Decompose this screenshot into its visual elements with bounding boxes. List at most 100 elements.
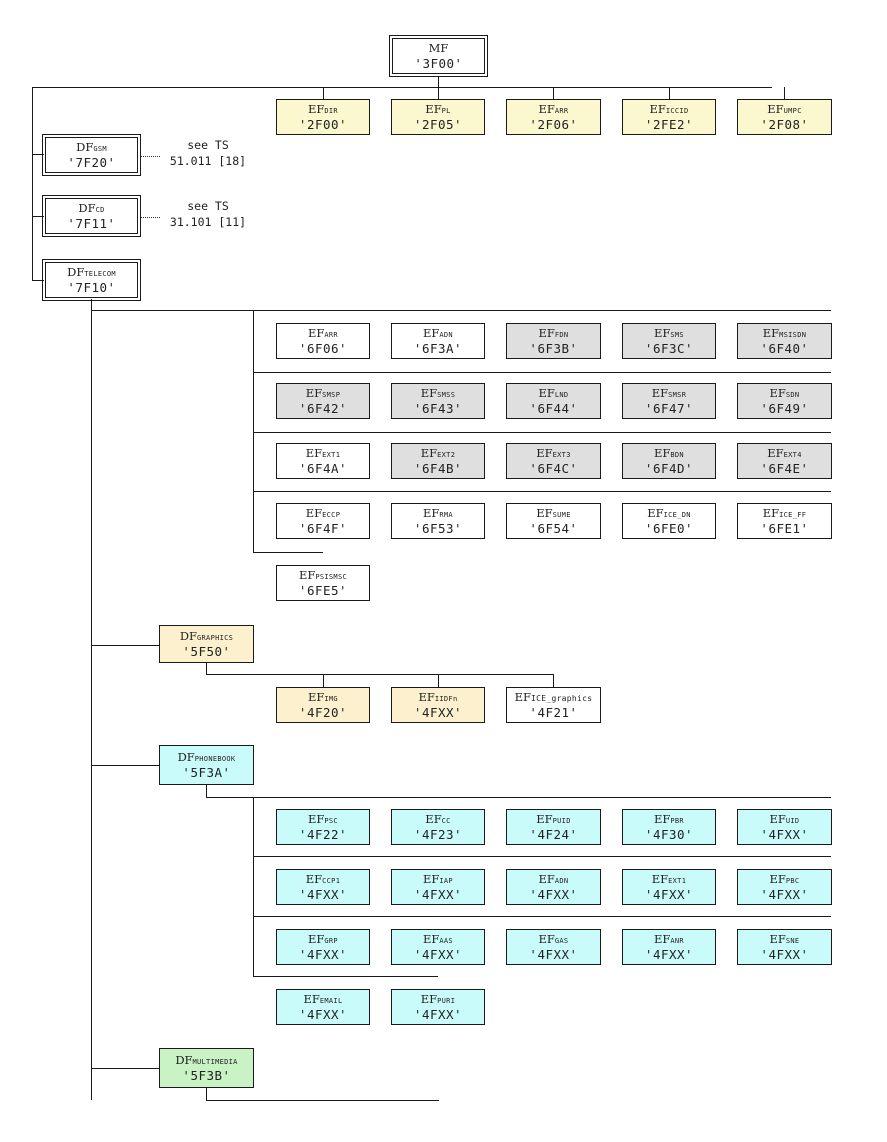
- ef-name: EFSMSR: [651, 385, 687, 400]
- mf-id: '3F00': [414, 55, 463, 71]
- ef-msisdn-node[interactable]: EFMSISDN '6F40': [737, 323, 832, 359]
- cd-connector: [32, 216, 44, 217]
- ef-id: '6F4C': [529, 460, 578, 476]
- ef-smsr-node[interactable]: EFSMSR '6F47': [622, 383, 716, 419]
- ef-id: '4FXX': [298, 946, 348, 962]
- ef-email-node[interactable]: EFEMAIL '4FXX': [276, 989, 370, 1025]
- phonebook-row2-bus: [253, 856, 831, 857]
- df-telecom-node[interactable]: DFTELECOM '7F10': [42, 259, 141, 301]
- ef-name: EFICCID: [649, 101, 689, 116]
- ef-smsp-node[interactable]: EFSMSP '6F42': [276, 383, 370, 419]
- ef-uid-node[interactable]: EFUID '4FXX': [737, 809, 832, 845]
- ef-id: '4FXX': [413, 704, 463, 720]
- ef-eccp-node[interactable]: EFECCP '6F4F': [276, 503, 370, 539]
- df-graphics-node[interactable]: DFGRAPHICS '5F50': [159, 625, 254, 663]
- ef-id: '6FE5': [298, 582, 348, 598]
- mf-ef-drop-2: [438, 87, 439, 99]
- ef-cc-node[interactable]: EFCC '4F23': [391, 809, 485, 845]
- ef-anr-node[interactable]: EFANR '4FXX': [622, 929, 716, 965]
- ef-iap-node[interactable]: EFIAP '4FXX': [391, 869, 485, 905]
- ef-grp-node[interactable]: EFGRP '4FXX': [276, 929, 370, 965]
- df-name: DFPHONEBOOK: [177, 749, 236, 764]
- ef-ice-graphics-node[interactable]: EFICE_graphics '4F21': [506, 687, 601, 723]
- df-gsm-node[interactable]: DFGSM '7F20': [42, 134, 141, 176]
- ef-bdn-node[interactable]: EFBDN '6F4D': [622, 443, 716, 479]
- ef-ext4-node[interactable]: EFEXT4 '6F4E': [737, 443, 832, 479]
- telecom-connector: [32, 280, 44, 281]
- ef-name: EFARR: [308, 325, 338, 340]
- ef-name: EFEXT1: [305, 445, 341, 460]
- ef-id: '4FXX': [413, 886, 463, 902]
- ef-iidfn-node[interactable]: EFIIDFn '4FXX': [391, 687, 485, 723]
- ef-id: '2F00': [298, 116, 348, 132]
- graphics-drop-1: [323, 674, 324, 687]
- df-id: '7F20': [67, 154, 116, 170]
- ef-aas-node[interactable]: EFAAS '4FXX': [391, 929, 485, 965]
- mf-node[interactable]: MF '3F00': [389, 35, 488, 77]
- ef-sms-node[interactable]: EFSMS '6F3C': [622, 323, 716, 359]
- ef-id: '4FXX': [529, 946, 578, 962]
- ef-ext1-node[interactable]: EFEXT1 '6F4A': [276, 443, 370, 479]
- ef-pl-node[interactable]: EFPL '2F05': [391, 99, 485, 135]
- multimedia-stem: [206, 1088, 207, 1100]
- df-id: '5F50': [182, 643, 231, 659]
- ef-id: '6F42': [298, 400, 348, 416]
- ef-sume-node[interactable]: EFSUME '6F54': [506, 503, 601, 539]
- ef-id: '4F22': [298, 826, 348, 842]
- ef-psc-node[interactable]: EFPSC '4F22': [276, 809, 370, 845]
- telecom-row2-bus: [253, 372, 831, 373]
- ef-ext1-pb-node[interactable]: EFEXT1 '4FXX': [622, 869, 716, 905]
- ef-fdn-node[interactable]: EFFDN '6F3B': [506, 323, 601, 359]
- ef-name: EFECCP: [305, 505, 341, 520]
- ef-id: '4FXX': [644, 946, 694, 962]
- ef-ext2-node[interactable]: EFEXT2 '6F4B': [391, 443, 485, 479]
- graphics-connector: [91, 645, 159, 646]
- ef-psismsc-node[interactable]: EFPSISMSC '6FE5': [276, 565, 370, 601]
- ef-id: '4FXX': [760, 886, 809, 902]
- ef-id: '4F20': [298, 704, 348, 720]
- df-phonebook-node[interactable]: DFPHONEBOOK '5F3A': [159, 745, 254, 785]
- mf-ef-drop-1: [323, 87, 324, 99]
- ef-id: '6F53': [413, 520, 463, 536]
- df-multimedia-node[interactable]: DFMULTIMEDIA '5F3B': [159, 1048, 254, 1088]
- ef-puid-node[interactable]: EFPUID '4F24': [506, 809, 601, 845]
- ef-adn-node[interactable]: EFADN '6F3A': [391, 323, 485, 359]
- ef-name: EFPBR: [654, 811, 684, 826]
- ef-smss-node[interactable]: EFSMSS '6F43': [391, 383, 485, 419]
- ef-sne-node[interactable]: EFSNE '4FXX': [737, 929, 832, 965]
- ef-ice-ff-node[interactable]: EFICE_FF '6FE1': [737, 503, 832, 539]
- ef-pbr-node[interactable]: EFPBR '4F30': [622, 809, 716, 845]
- ef-puri-node[interactable]: EFPURI '4FXX': [391, 989, 485, 1025]
- ef-name: EFCC: [425, 811, 451, 826]
- df-cd-node[interactable]: DFCD '7F11': [42, 195, 141, 237]
- phonebook-stem: [206, 785, 207, 797]
- ef-id: '6F40': [760, 340, 809, 356]
- ef-name: EFPBC: [769, 871, 800, 886]
- ef-img-node[interactable]: EFIMG '4F20': [276, 687, 370, 723]
- ef-umpc-node[interactable]: EFUMPC '2F08': [737, 99, 832, 135]
- ef-pbc-node[interactable]: EFPBC '4FXX': [737, 869, 832, 905]
- ef-gas-node[interactable]: EFGAS '4FXX': [506, 929, 601, 965]
- mf-bus: [32, 87, 772, 88]
- ef-id: '2FE2': [644, 116, 694, 132]
- ef-name: EFSUME: [536, 505, 571, 520]
- ef-dir-node[interactable]: EFDIR '2F00': [276, 99, 370, 135]
- ef-arr-node[interactable]: EFARR '2F06': [506, 99, 601, 135]
- ef-ice-dn-node[interactable]: EFICE_DN '6FE0': [622, 503, 716, 539]
- graphics-bus: [206, 674, 554, 675]
- graphics-drop-2: [438, 674, 439, 687]
- ef-ext3-node[interactable]: EFEXT3 '6F4C': [506, 443, 601, 479]
- ef-sdn-node[interactable]: EFSDN '6F49': [737, 383, 832, 419]
- gsm-connector: [32, 154, 44, 155]
- mf-ef-drop-4: [669, 87, 670, 99]
- ef-id: '4F23': [413, 826, 463, 842]
- ef-iccid-node[interactable]: EFICCID '2FE2': [622, 99, 716, 135]
- ef-name: EFPSISMSC: [299, 567, 347, 582]
- ef-ccp1-node[interactable]: EFCCP1 '4FXX': [276, 869, 370, 905]
- ef-rma-node[interactable]: EFRMA '6F53': [391, 503, 485, 539]
- ef-lnd-node[interactable]: EFLND '6F44': [506, 383, 601, 419]
- ef-arr-telecom-node[interactable]: EFARR '6F06': [276, 323, 370, 359]
- ef-adn-pb-node[interactable]: EFADN '4FXX': [506, 869, 601, 905]
- df-name: DFGRAPHICS: [179, 628, 234, 643]
